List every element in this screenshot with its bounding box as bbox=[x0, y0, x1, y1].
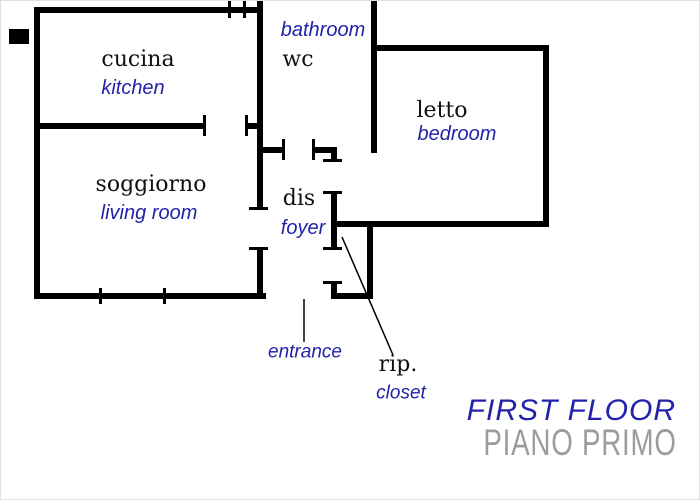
bottom-wall bbox=[34, 293, 266, 299]
living-room-label-it: soggiorno bbox=[95, 172, 207, 197]
window-tick bbox=[228, 1, 231, 18]
entrance-label: entrance bbox=[268, 341, 342, 363]
outer-left-wall bbox=[34, 7, 40, 299]
door-tick bbox=[323, 247, 342, 250]
door-tick bbox=[245, 115, 248, 136]
window-tick bbox=[99, 288, 102, 304]
door-tick bbox=[312, 139, 315, 160]
bathroom-right-wall bbox=[371, 1, 377, 153]
closet-label-it: rip. bbox=[378, 352, 418, 377]
door-tick bbox=[282, 139, 285, 160]
bedroom-right-wall bbox=[543, 45, 549, 227]
floor-title-it: PIANO PRIMO bbox=[483, 422, 677, 463]
kitchen-living-wall-right bbox=[246, 123, 263, 129]
door-tick bbox=[323, 191, 342, 194]
kitchen-label-it: cucina bbox=[101, 47, 175, 72]
floor-title-en: FIRST FLOOR bbox=[466, 394, 676, 427]
closet-bottom-wall bbox=[331, 293, 373, 299]
bedroom-label-it: letto bbox=[416, 98, 468, 123]
foyer-label-it: dis bbox=[282, 186, 316, 211]
wc-foyer-wall-left bbox=[257, 147, 284, 153]
wc-foyer-wall-right bbox=[314, 147, 337, 153]
window-tick bbox=[163, 288, 166, 304]
bathroom-label-it: wc bbox=[282, 47, 314, 72]
pillar bbox=[9, 29, 29, 44]
pointer-lines bbox=[303, 236, 394, 356]
walls bbox=[9, 1, 549, 304]
kitchen-label-en: kitchen bbox=[101, 77, 165, 99]
living-room-label-en: living room bbox=[100, 202, 198, 224]
door-tick bbox=[249, 207, 268, 210]
door-tick bbox=[323, 281, 342, 284]
bathroom-label-en: bathroom bbox=[280, 19, 366, 41]
door-tick bbox=[203, 115, 206, 136]
bedroom-bottom-wall bbox=[331, 221, 549, 227]
closet-pointer-line bbox=[341, 236, 394, 356]
closet-right-wall bbox=[367, 227, 373, 299]
door-tick bbox=[249, 247, 268, 250]
foyer-right-wall-c bbox=[331, 283, 337, 299]
kitchen-living-wall-left bbox=[34, 123, 206, 129]
foyer-right-wall-b bbox=[331, 193, 337, 249]
foyer-label-en: foyer bbox=[280, 217, 326, 239]
bedroom-top-wall bbox=[371, 45, 549, 51]
center-vertical-wall-lower bbox=[257, 249, 263, 299]
foyer-right-wall-a bbox=[331, 147, 337, 161]
door-tick bbox=[323, 159, 342, 162]
center-vertical-wall-upper bbox=[257, 1, 263, 209]
bedroom-label-en: bedroom bbox=[417, 123, 497, 145]
kitchen-top-wall bbox=[34, 7, 263, 13]
window-tick bbox=[243, 1, 246, 18]
closet-label-en: closet bbox=[376, 382, 426, 404]
